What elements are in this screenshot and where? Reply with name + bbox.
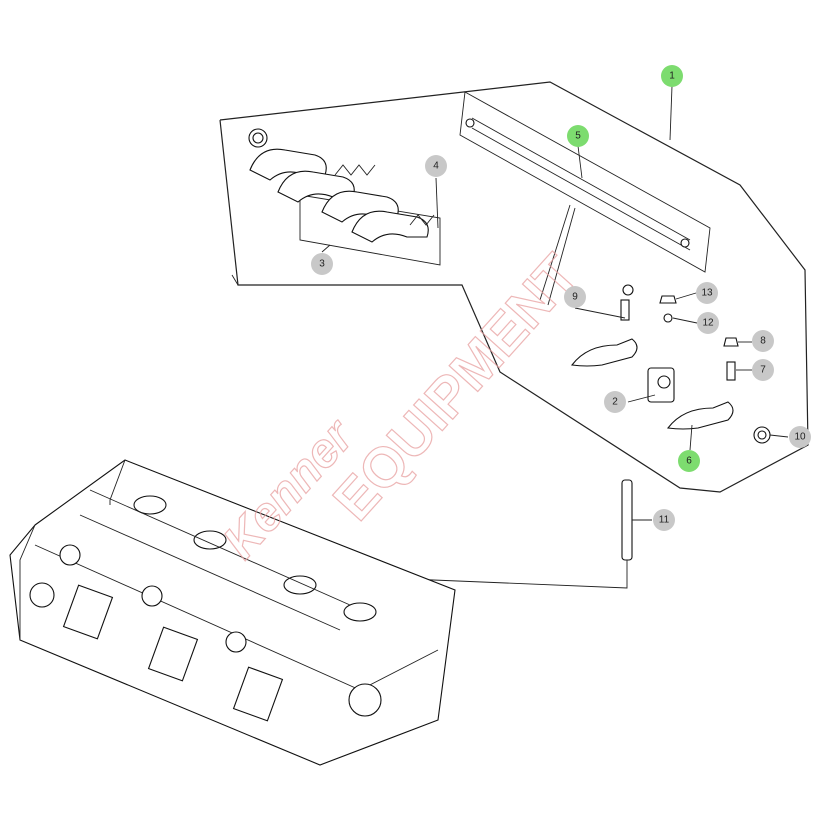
callout-11-circle: [653, 509, 675, 531]
callout-3-circle: [311, 253, 333, 275]
callout-6-circle: [678, 450, 700, 472]
callout-7: 7: [752, 359, 774, 381]
callout-12-label: 12: [702, 318, 714, 329]
callout-9-label: 9: [572, 292, 578, 303]
callout-1-label: 1: [669, 71, 675, 82]
callout-12-circle: [697, 312, 719, 334]
callout-5-label: 5: [575, 131, 581, 142]
callout-8-label: 8: [760, 336, 766, 347]
callout-6: 6: [678, 450, 700, 472]
callout-13-circle: [696, 282, 718, 304]
callout-3-label: 3: [319, 259, 325, 270]
rocker-shaft-panel: [459, 91, 711, 306]
callout-2-circle: [604, 391, 626, 413]
callout-7-circle: [752, 359, 774, 381]
callouts: 1 2 3 4 5 6 7 8: [311, 65, 811, 531]
callout-7-label: 7: [760, 365, 766, 376]
callout-1: 1: [661, 65, 683, 87]
callout-10-label: 10: [794, 432, 806, 443]
callout-5: 5: [567, 125, 589, 147]
callout-9-circle: [564, 286, 586, 308]
watermark: EQUIPMENT Kenner: [213, 242, 591, 570]
callout-13-label: 13: [701, 288, 713, 299]
callout-12: 12: [697, 312, 719, 334]
callout-3: 3: [311, 253, 333, 275]
callout-10-circle: [789, 426, 811, 448]
callout-10: 10: [789, 426, 811, 448]
callout-4-circle: [425, 155, 447, 177]
callout-8-circle: [752, 330, 774, 352]
callout-8: 8: [752, 330, 774, 352]
callout-4-label: 4: [433, 161, 439, 172]
leader-lines: [321, 85, 789, 589]
callout-11: 11: [653, 509, 675, 531]
callout-1-circle: [661, 65, 683, 87]
callout-5-circle: [567, 125, 589, 147]
assembly-outline: [219, 81, 809, 493]
callout-6-label: 6: [686, 456, 692, 467]
callout-9: 9: [564, 286, 586, 308]
small-parts: [570, 284, 771, 561]
callout-2-label: 2: [612, 397, 618, 408]
cylinder-head: [9, 459, 456, 766]
callout-11-label: 11: [659, 515, 670, 526]
rocker-arm-subassembly: [248, 128, 441, 266]
callout-2: 2: [604, 391, 626, 413]
watermark-equipment-text: EQUIPMENT: [321, 242, 591, 532]
callout-4: 4: [425, 155, 447, 177]
callout-13: 13: [696, 282, 718, 304]
